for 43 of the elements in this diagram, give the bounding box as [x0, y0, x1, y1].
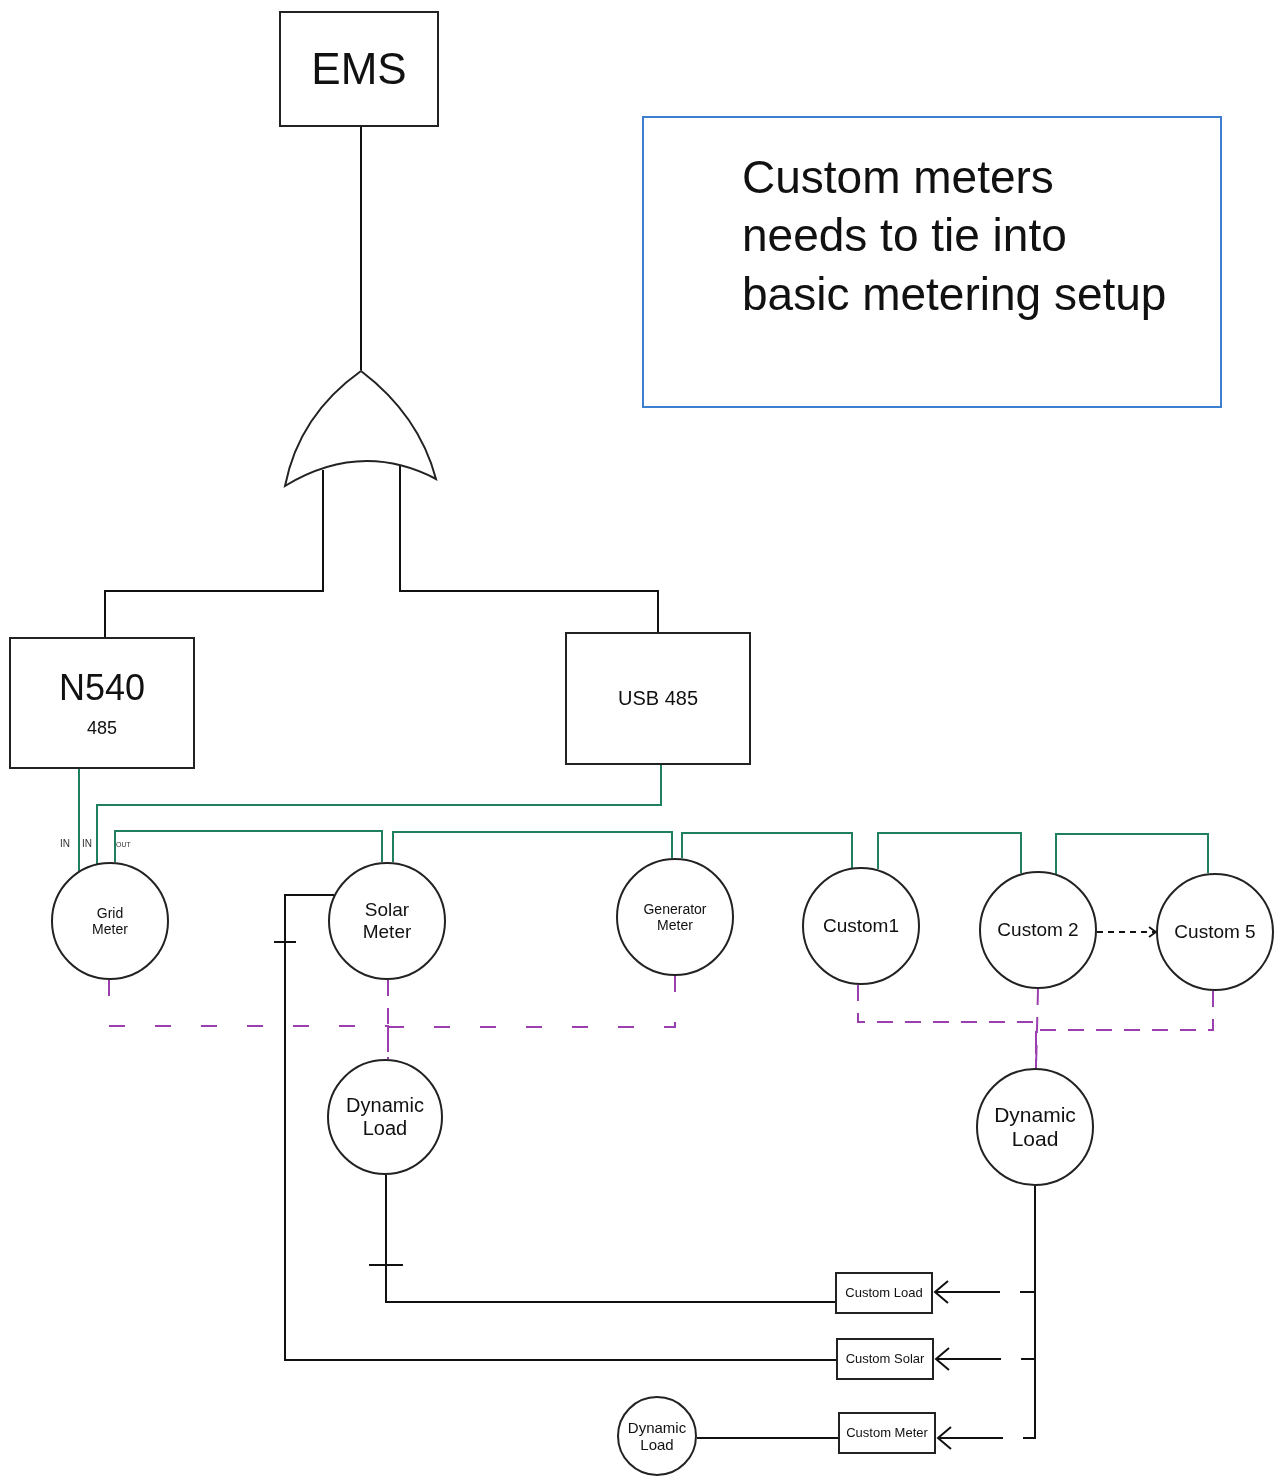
- node-label: Dynamic Load: [993, 1102, 1077, 1152]
- node-label: N540: [58, 666, 146, 709]
- connector-line: [96, 764, 662, 865]
- node-label: Custom Meter: [846, 1425, 928, 1441]
- connector-line: [681, 832, 853, 869]
- node-label: Custom 2: [997, 919, 1079, 941]
- node-label: USB 485: [617, 687, 699, 710]
- node-sublabel: 485: [86, 718, 117, 740]
- connector-line: [360, 126, 362, 371]
- node-label: Custom Solar: [845, 1351, 925, 1367]
- connector-line: [696, 1437, 839, 1439]
- connector-line: [877, 832, 1022, 874]
- connector-line: [284, 894, 837, 1361]
- node-label: Solar Meter: [361, 899, 413, 943]
- node-label: Custom Load: [845, 1285, 923, 1301]
- node-label: Generator Meter: [642, 900, 708, 934]
- connector-line: [385, 1174, 836, 1303]
- connector-line: [392, 831, 673, 863]
- connector-line: [1035, 990, 1214, 1069]
- node-label: Grid Meter: [91, 904, 129, 938]
- note-box: [642, 116, 1222, 408]
- connector-line: [104, 469, 324, 638]
- node-label: Custom1: [823, 915, 899, 937]
- device-box: [565, 632, 751, 765]
- arrow: [937, 1185, 1036, 1450]
- connector-line: [114, 830, 383, 863]
- node-label: Custom 5: [1174, 921, 1256, 943]
- port-label: IN: [82, 838, 92, 849]
- connector-line: [387, 975, 676, 1060]
- meter-box: [838, 1412, 936, 1454]
- device-box: [279, 11, 439, 127]
- node-label: EMS: [311, 43, 407, 95]
- port-label: IN: [60, 838, 70, 849]
- node-label: Dynamic Load: [627, 1418, 687, 1454]
- arrow: [1096, 926, 1157, 938]
- node-label: Dynamic Load: [345, 1094, 425, 1140]
- connector-line: [78, 768, 80, 872]
- device-box: [9, 637, 195, 769]
- connector-line: [857, 984, 1037, 1069]
- meter-box: [836, 1338, 934, 1380]
- meter-box: [835, 1272, 933, 1314]
- connector-line: [1055, 833, 1209, 875]
- node-label: Custom meters needs to tie into basic metering setup: [742, 150, 1168, 322]
